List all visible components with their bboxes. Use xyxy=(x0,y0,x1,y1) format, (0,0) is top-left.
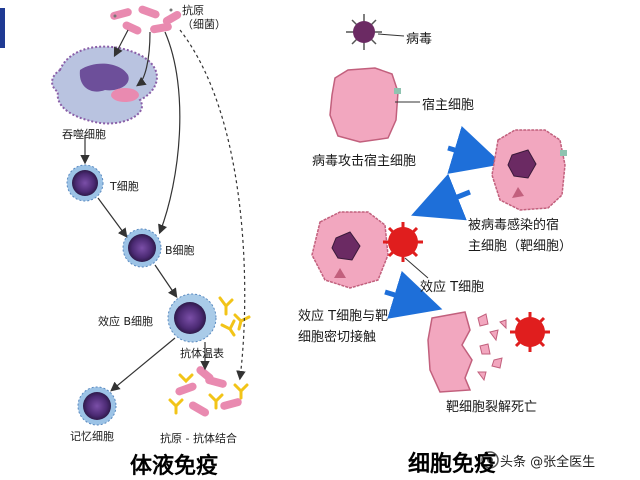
antigen-label: 抗原 （细菌） xyxy=(182,4,226,31)
attack-label: 病毒攻击宿主细胞 xyxy=(312,154,417,169)
lysis-label: 靶细胞裂解死亡 xyxy=(446,400,538,415)
effector-b-cell xyxy=(167,293,217,343)
lysing-target-cell xyxy=(427,311,507,393)
memory-cell xyxy=(77,386,117,426)
macrophage-label: 吞噬细胞 xyxy=(62,128,106,141)
effector-t-cell-2 xyxy=(510,312,550,352)
b-cell-label: B细胞 xyxy=(165,244,195,257)
slide-accent-bar xyxy=(0,8,5,48)
complex-label: 抗原 - 抗体结合 xyxy=(160,432,237,445)
flow-arrow-3 xyxy=(384,270,443,319)
contact-label: 效应 T细胞与靶 细胞密切接触 xyxy=(298,309,389,345)
watermark-text: 头条 @张全医生 xyxy=(500,455,596,470)
antigen-bacteria xyxy=(110,5,182,35)
antibody-label: 抗体温表 xyxy=(180,347,224,360)
host-cell xyxy=(329,67,401,143)
memory-cell-label: 记忆细胞 xyxy=(70,430,114,443)
humoral-arrows xyxy=(80,29,246,392)
effector-b-label: 效应 B细胞 xyxy=(98,315,154,328)
infected-cell-label: 被病毒感染的宿 主细胞（靶细胞） xyxy=(468,218,573,254)
b-cell xyxy=(122,228,162,268)
antigen-antibody-complex xyxy=(168,366,249,417)
virus-label: 病毒 xyxy=(406,32,433,47)
virus xyxy=(346,14,382,50)
flow-arrow-2 xyxy=(411,173,471,221)
watermark-logo-icon xyxy=(481,451,499,469)
antibodies xyxy=(218,296,251,337)
target-cell-contact xyxy=(311,211,389,289)
infected-cell xyxy=(491,129,567,211)
effector-t-label: 效应 T细胞 xyxy=(420,280,485,295)
flow-arrow-1 xyxy=(447,125,503,174)
macrophage-cell xyxy=(51,45,158,125)
humoral-title: 体液免疫 xyxy=(130,454,219,479)
cellular-title: 细胞免疫 xyxy=(408,452,497,477)
t-cell-label: T细胞 xyxy=(110,180,139,193)
effector-t-cell xyxy=(383,222,423,262)
t-cell xyxy=(66,164,104,202)
host-cell-label: 宿主细胞 xyxy=(422,98,475,113)
